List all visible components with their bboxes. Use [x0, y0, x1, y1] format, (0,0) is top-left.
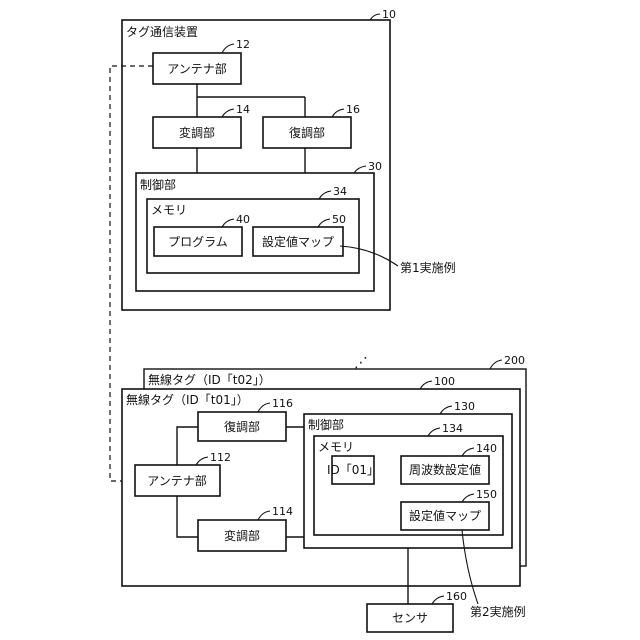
device-antenna-label: アンテナ部	[167, 61, 227, 76]
tag-back-ref: 200	[504, 354, 525, 367]
tag-frequency-ref: 140	[476, 442, 497, 455]
device-ref-leader	[370, 14, 380, 20]
device-demodulator-ref: 16	[346, 103, 360, 116]
device-memory-ref: 34	[333, 185, 347, 198]
tag-settings-map-ref: 150	[476, 488, 497, 501]
second-embodiment-label: 第2実施例	[470, 604, 526, 619]
tag-title: 無線タグ（ID「t01」）	[126, 392, 249, 407]
device-program-label: プログラム	[168, 235, 228, 249]
tag-demodulator-ref: 116	[272, 397, 293, 410]
device-modulator-ref: 14	[236, 103, 250, 116]
tag-ref: 100	[434, 375, 455, 388]
sensor-label: センサ	[392, 611, 428, 625]
device-control-ref: 30	[368, 160, 382, 173]
tag-demodulator-label: 復調部	[224, 419, 260, 434]
tag-settings-map-label: 設定値マップ	[409, 508, 481, 523]
device-settings-map-label: 設定値マップ	[262, 234, 334, 249]
device-settings-map-ref: 50	[332, 213, 346, 226]
device-ref: 10	[382, 8, 396, 21]
device-title: タグ通信装置	[126, 25, 198, 39]
tag-id-label: ID「01」	[327, 463, 379, 477]
device-program-ref: 40	[236, 213, 250, 226]
device-control-label: 制御部	[140, 177, 176, 192]
device-antenna-ref: 12	[236, 38, 250, 51]
tag-antenna-label: アンテナ部	[147, 473, 207, 488]
tag-back-title: 無線タグ（ID「t02」）	[148, 372, 271, 387]
tag-control-ref: 130	[454, 400, 475, 413]
device-memory-label: メモリ	[151, 203, 187, 217]
tag-modulator-label: 変調部	[224, 528, 260, 543]
tag-memory-label: メモリ	[318, 440, 354, 454]
wireless-tag-front: 無線タグ（ID「t01」） 100 アンテナ部 112 復調部 116 変調部 …	[122, 375, 526, 619]
tag-control-label: 制御部	[308, 417, 344, 432]
device-modulator-label: 変調部	[179, 125, 215, 140]
tag-memory-ref: 134	[442, 422, 463, 435]
device-demodulator-label: 復調部	[289, 125, 325, 140]
first-embodiment-label: 第1実施例	[400, 260, 456, 275]
sensor-ref-leader	[432, 596, 444, 604]
tag-communication-device: タグ通信装置 10 アンテナ部 12 変調部 14 復調部 16 制御部 30 …	[122, 8, 456, 310]
sensor-ref: 160	[446, 590, 467, 603]
tag-antenna-ref: 112	[210, 451, 231, 464]
tag-modulator-ref: 114	[272, 505, 293, 518]
tag-back-ref-leader	[490, 360, 502, 369]
tag-frequency-label: 周波数設定値	[409, 462, 481, 477]
